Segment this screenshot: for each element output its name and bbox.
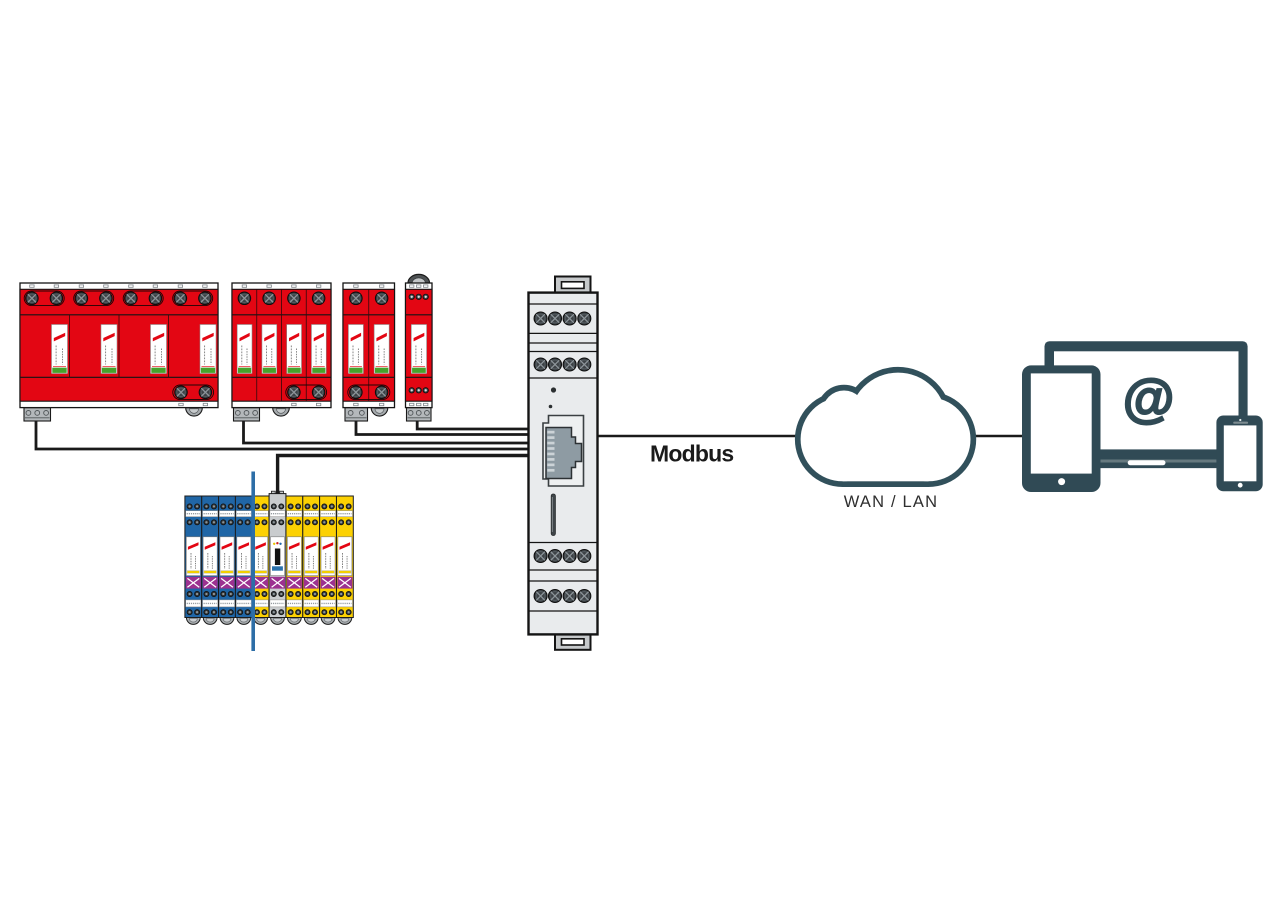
svg-text:Modbus: Modbus bbox=[650, 441, 733, 467]
svg-text:WAN / LAN: WAN / LAN bbox=[844, 493, 939, 511]
svg-text:@: @ bbox=[1123, 369, 1175, 428]
